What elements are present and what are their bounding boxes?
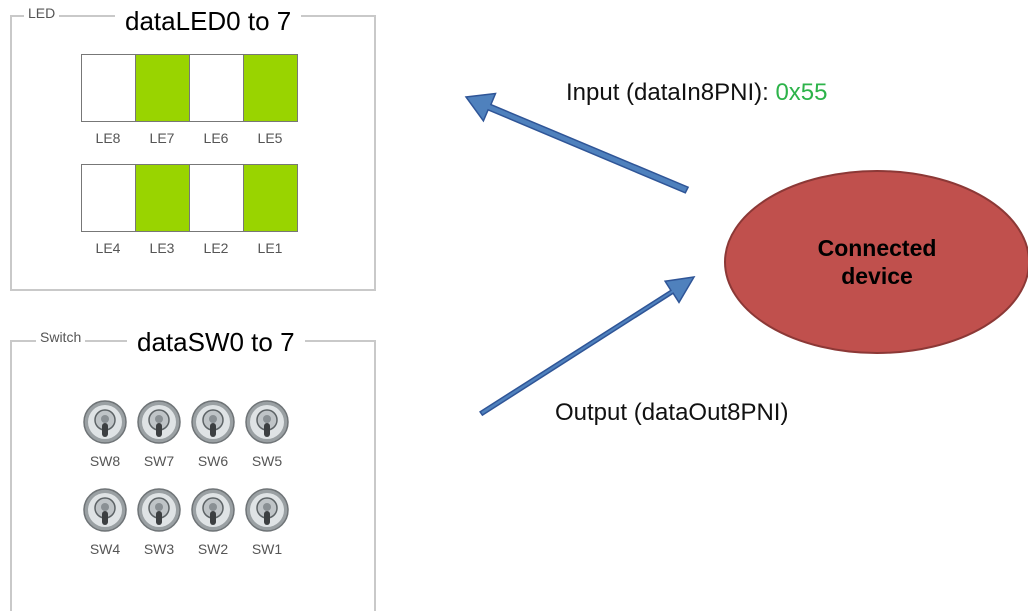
switch-row-2-labels: SW4 SW3 SW2 SW1	[78, 541, 294, 557]
device-label-line-2: device	[841, 263, 913, 289]
switch-sw5[interactable]	[244, 399, 290, 445]
switch-panel-legend: Switch	[36, 329, 86, 345]
switch-row-2	[82, 487, 298, 533]
input-arrow-label: Input (dataIn8PNI): 0x55	[566, 79, 828, 107]
led-label: LE7	[149, 130, 175, 146]
connected-device-ellipse	[724, 170, 1028, 354]
input-arrow	[464, 92, 690, 194]
led-label: LE4	[95, 240, 121, 256]
switch-sw3[interactable]	[136, 487, 182, 533]
led-le7	[135, 54, 190, 122]
led-panel-legend: LED	[24, 5, 60, 21]
switch-label: SW7	[143, 453, 175, 469]
switch-label: SW6	[197, 453, 229, 469]
switch-label: SW8	[89, 453, 121, 469]
input-value: 0x55	[775, 79, 828, 106]
switch-sw2[interactable]	[190, 487, 236, 533]
led-row-2	[81, 164, 298, 232]
output-arrow-label: Output (dataOut8PNI)	[555, 399, 789, 426]
led-le1	[243, 164, 298, 232]
led-label: LE8	[95, 130, 121, 146]
led-row-2-labels: LE4 LE3 LE2 LE1	[81, 240, 297, 256]
toggle-switch-icon	[245, 400, 289, 444]
led-label: LE6	[203, 130, 229, 146]
led-label: LE5	[257, 130, 283, 146]
toggle-switch-icon	[191, 488, 235, 532]
led-label: LE1	[257, 240, 283, 256]
led-le5	[243, 54, 298, 122]
toggle-switch-icon	[191, 400, 235, 444]
led-row-1-labels: LE8 LE7 LE6 LE5	[81, 130, 297, 146]
led-le4	[81, 164, 136, 232]
connected-device-label: Connected device	[724, 170, 1028, 354]
switch-label: SW4	[89, 541, 121, 557]
output-arrow	[479, 276, 696, 417]
led-row-1	[81, 54, 298, 122]
switch-sw1[interactable]	[244, 487, 290, 533]
device-label-line-1: Connected	[817, 235, 937, 261]
switch-label: SW1	[251, 541, 283, 557]
switch-row-1-labels: SW8 SW7 SW6 SW5	[78, 453, 294, 469]
toggle-switch-icon	[137, 400, 181, 444]
switch-sw4[interactable]	[82, 487, 128, 533]
switch-label: SW5	[251, 453, 283, 469]
switch-sw6[interactable]	[190, 399, 236, 445]
led-panel-title: dataLED0 to 7	[115, 6, 302, 36]
toggle-switch-icon	[83, 488, 127, 532]
toggle-switch-icon	[245, 488, 289, 532]
switch-sw8[interactable]	[82, 399, 128, 445]
toggle-switch-icon	[83, 400, 127, 444]
input-label-text: Input (dataIn8PNI):	[566, 79, 776, 106]
toggle-switch-icon	[137, 488, 181, 532]
led-le3	[135, 164, 190, 232]
led-le8	[81, 54, 136, 122]
switch-label: SW2	[197, 541, 229, 557]
led-label: LE3	[149, 240, 175, 256]
switch-sw7[interactable]	[136, 399, 182, 445]
switch-row-1	[82, 399, 298, 445]
switch-label: SW3	[143, 541, 175, 557]
switch-panel-title: dataSW0 to 7	[127, 327, 305, 357]
led-label: LE2	[203, 240, 229, 256]
